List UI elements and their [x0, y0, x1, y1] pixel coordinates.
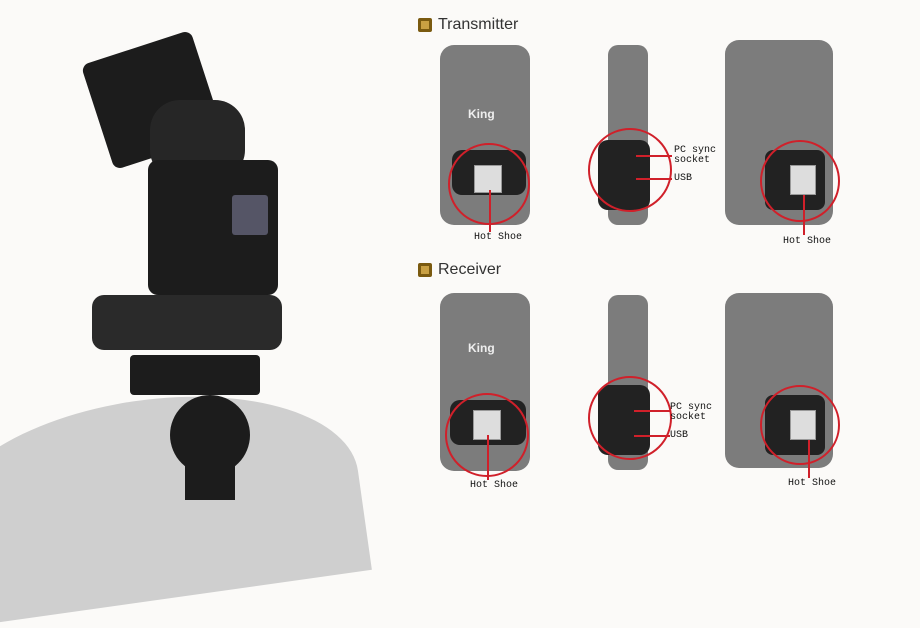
heading-text: Transmitter: [438, 16, 519, 33]
callout-line: [636, 178, 672, 180]
label-hot-shoe: Hot Shoe: [470, 480, 519, 491]
receiver-on-stand: [92, 295, 282, 350]
label-hot-shoe: Hot Shoe: [788, 478, 837, 489]
flash-lcd: [232, 195, 268, 235]
heading-text: Receiver: [438, 261, 502, 278]
callout-line: [634, 435, 670, 437]
label-pc-sync-socket: PC sync socket: [674, 145, 717, 166]
callout-circle: [760, 140, 840, 222]
callout-line: [803, 195, 805, 235]
stand-clamp: [130, 355, 260, 395]
brand-label: King: [468, 107, 495, 121]
callout-line: [634, 410, 670, 412]
callout-line: [487, 435, 489, 480]
square-bullet-icon: [418, 18, 432, 32]
callout-line: [808, 440, 810, 478]
label-usb: USB: [670, 430, 689, 441]
stand-pole: [185, 460, 235, 500]
callout-line: [636, 155, 672, 157]
brand-label: King: [468, 341, 495, 355]
section-heading-transmitter: Transmitter: [418, 16, 518, 34]
label-hot-shoe: Hot Shoe: [783, 236, 832, 247]
label-hot-shoe: Hot Shoe: [474, 232, 523, 243]
callout-circle: [760, 385, 840, 465]
callout-line: [489, 190, 491, 232]
callout-circle: [588, 128, 672, 212]
section-heading-receiver: Receiver: [418, 261, 501, 279]
label-pc-sync-socket: PC sync socket: [670, 402, 713, 423]
label-usb: USB: [674, 173, 693, 184]
callout-circle: [588, 376, 672, 460]
square-bullet-icon: [418, 263, 432, 277]
